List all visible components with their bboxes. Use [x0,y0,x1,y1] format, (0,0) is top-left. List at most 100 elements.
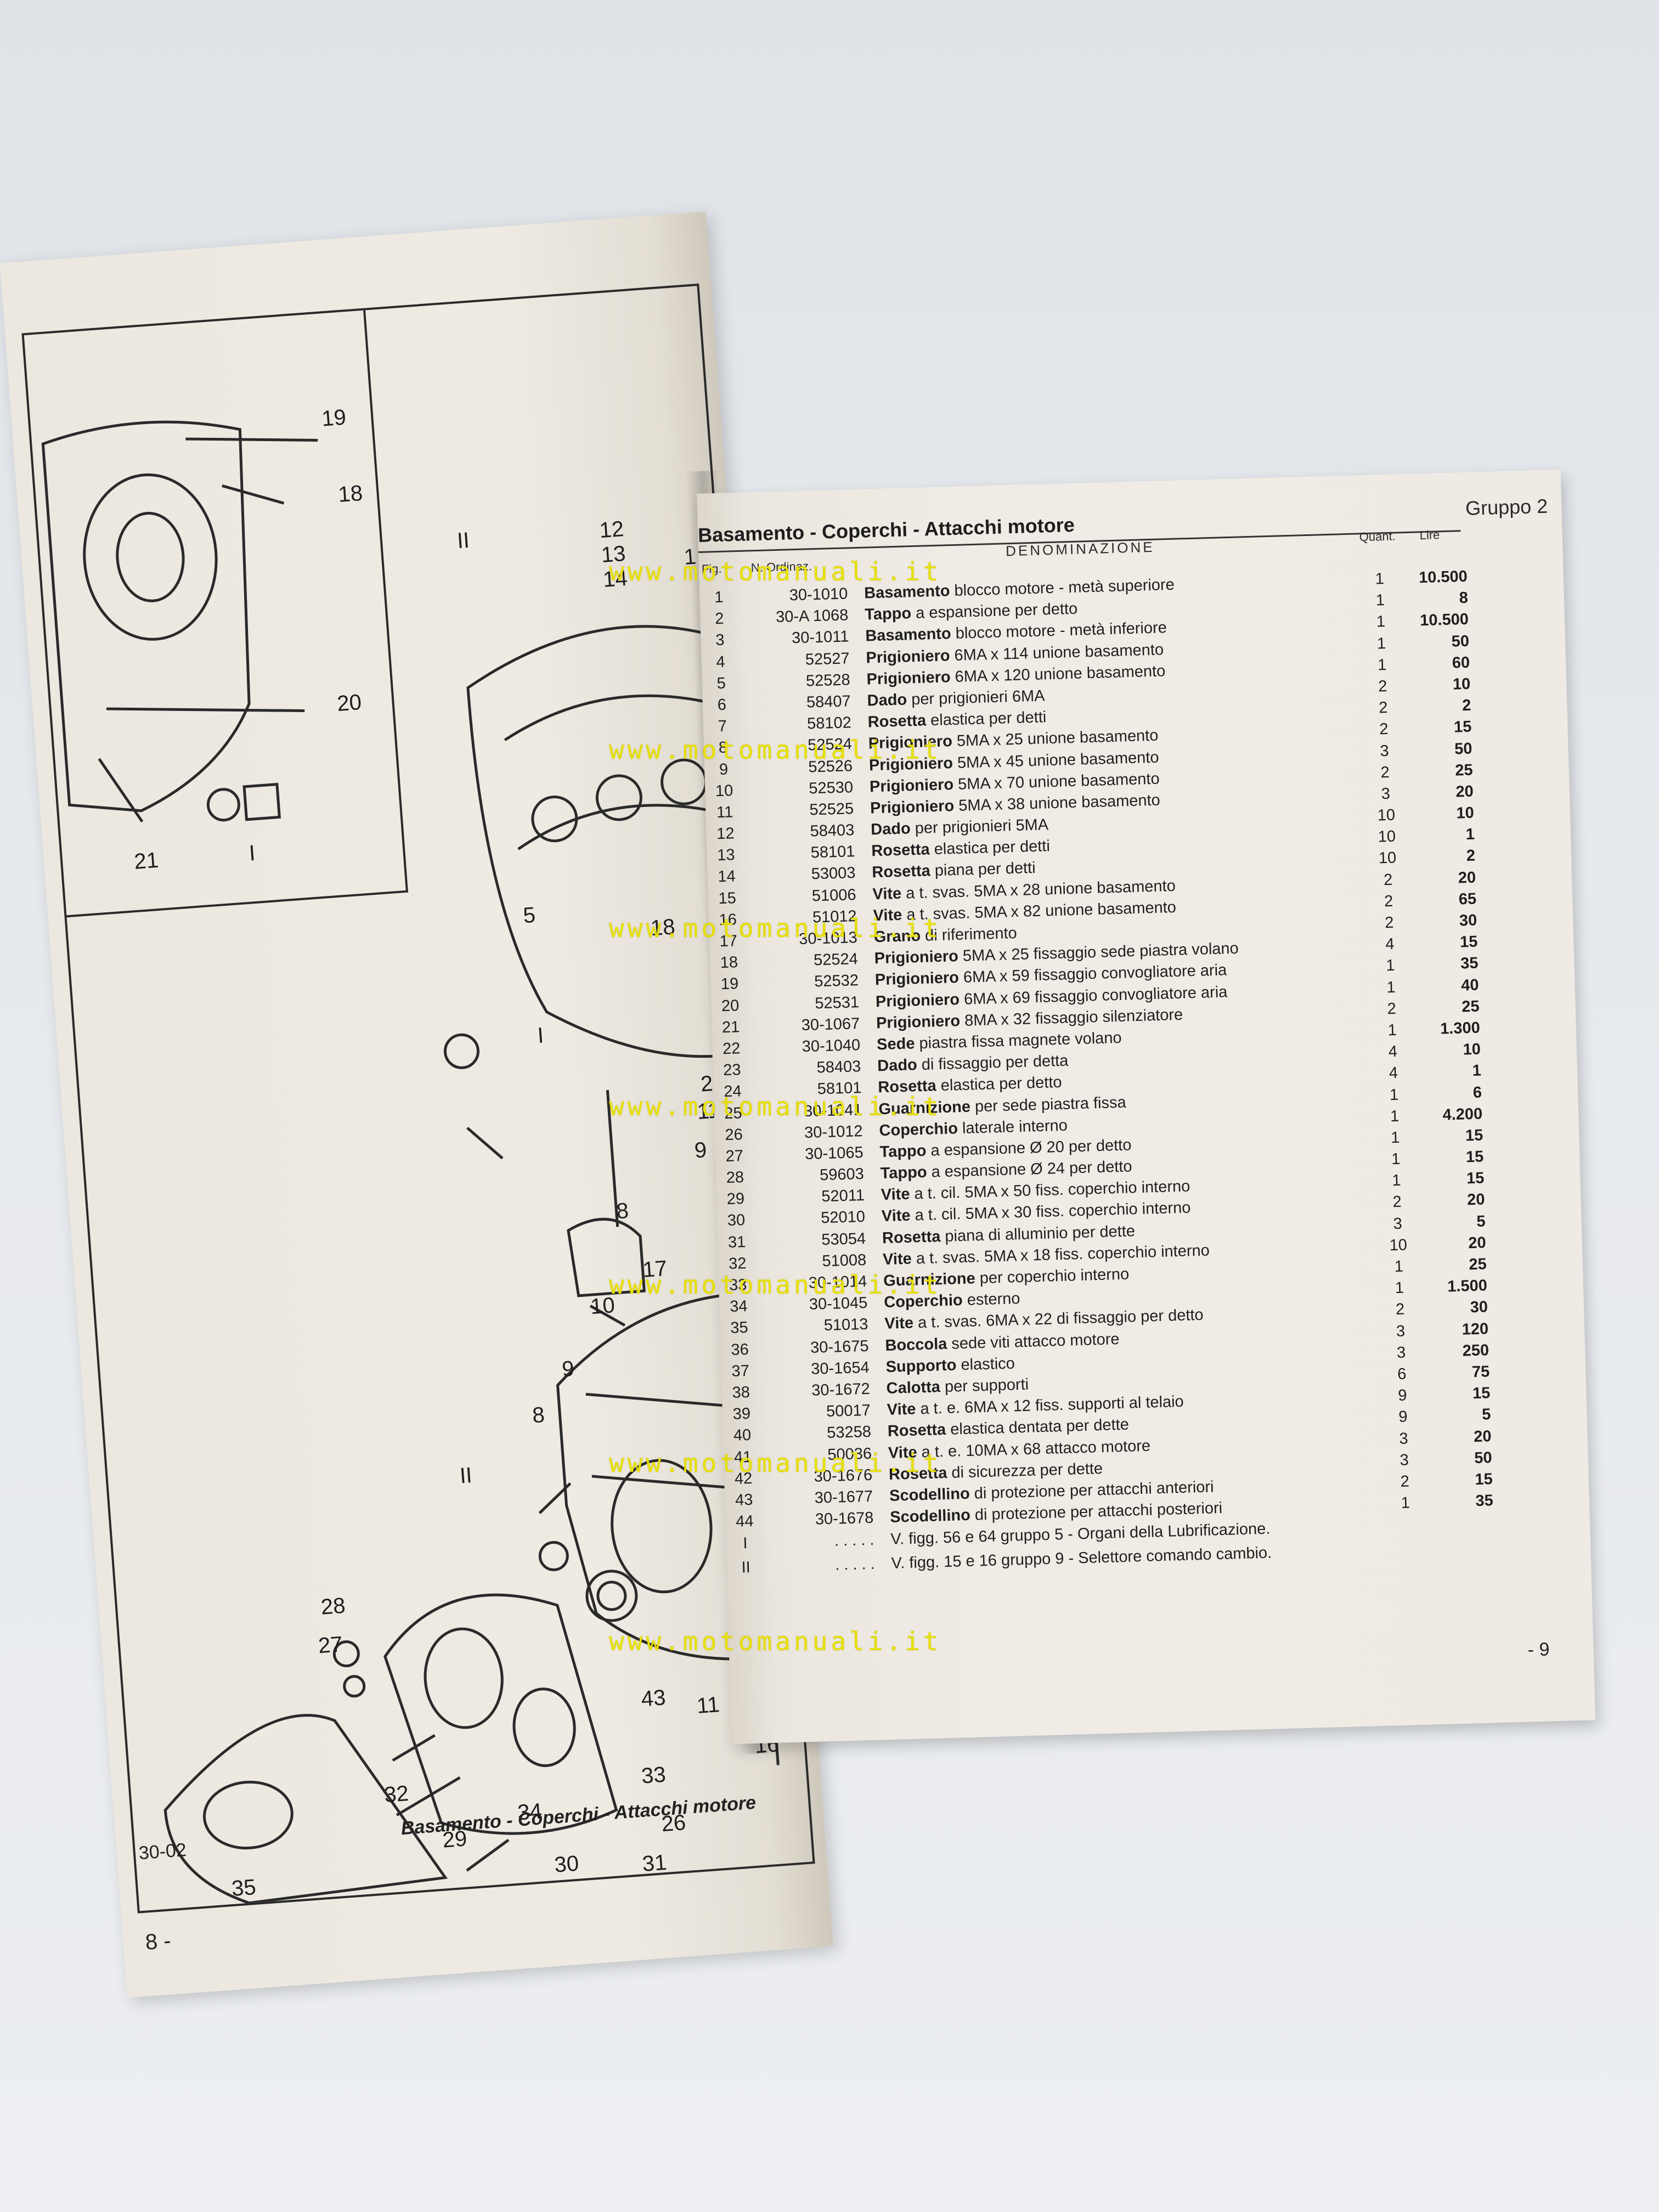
row-code: 58102 [806,714,852,733]
row-fig: 3 [715,631,725,650]
row-price: 15 [1453,718,1472,736]
row-quantity: 3 [1380,742,1390,760]
figure-code: 30-02 [138,1839,188,1864]
row-fig: 7 [718,717,727,736]
note-fig: II [741,1559,751,1577]
row-quantity: 1 [1375,591,1385,610]
row-quantity: 1 [1376,613,1386,631]
row-part-name: Prigioniero [874,947,959,968]
row-part-name: Prigioniero [866,668,951,689]
carburetor [567,1217,646,1297]
row-quantity: 6 [1397,1365,1407,1383]
row-code: 30-1040 [802,1036,861,1056]
row-part-name: Rosetta [887,1421,946,1441]
row-description: per prigionieri 6MA [911,687,1045,709]
callout: 5 [522,902,537,928]
callout: 33 [640,1762,667,1788]
row-fig: 11 [716,803,733,822]
row-code: 30-1677 [814,1487,873,1507]
row-price: 25 [1454,761,1474,780]
header-price: Lire [1419,528,1440,543]
row-code: 58403 [816,1058,861,1077]
row-price: 15 [1472,1384,1491,1403]
row-price: 10.500 [1419,611,1469,630]
row-code: 58403 [810,821,855,840]
callout: 35 [230,1875,257,1901]
watermark: www.motomanuali.it [609,1092,942,1121]
row-price: 20 [1458,868,1476,887]
callout: 30 [553,1851,580,1877]
row-fig: 12 [716,825,735,843]
row-price: 30 [1470,1298,1488,1317]
row-price: 75 [1471,1363,1490,1381]
row-description: elastica per detti [934,837,1051,859]
row-price: 50 [1454,740,1472,758]
row-price: 20 [1473,1427,1492,1446]
row-price: 5 [1476,1212,1486,1231]
watermark: www.motomanuali.it [609,1448,942,1478]
row-description: per coperchio interno [979,1265,1130,1288]
row-quantity: 3 [1399,1429,1409,1448]
row-price: 25 [1461,997,1480,1016]
row-price: 8 [1459,589,1469,607]
row-price: 15 [1465,1126,1483,1145]
row-part-name: Dado [877,1056,918,1075]
row-part-name: Prigioniero [875,990,960,1011]
page-number-left: 8 - [144,1928,172,1955]
row-price: 10 [1463,1040,1481,1059]
row-price: 10.500 [1418,567,1468,587]
row-fig: 40 [733,1426,752,1445]
row-description: elastico [961,1355,1015,1374]
row-price: 4.200 [1442,1105,1483,1124]
row-price: 250 [1462,1341,1489,1360]
row-fig: 14 [717,867,736,886]
row-fig: 30 [727,1211,746,1230]
row-denomination: Calotta per supporti [886,1376,1029,1398]
row-code: 52525 [809,800,854,819]
row-quantity: 2 [1387,1000,1397,1018]
row-part-name: Prigioniero [876,1012,961,1032]
row-part-name: Boccola [885,1335,947,1355]
row-quantity: 3 [1400,1451,1409,1469]
row-quantity: 3 [1396,1322,1406,1340]
group-label: Gruppo 2 [1465,494,1548,520]
row-quantity: 2 [1383,871,1393,889]
row-code: 51008 [822,1251,867,1270]
row-price: 30 [1459,911,1477,930]
row-denomination: Rosetta piana per detti [872,859,1036,882]
row-code: 52010 [820,1208,866,1227]
row-fig: 37 [731,1362,750,1380]
row-quantity: 3 [1381,785,1391,803]
row-quantity: 1 [1395,1279,1404,1297]
row-part-name: Scodellino [889,1506,971,1526]
row-code: 53054 [821,1229,866,1249]
row-quantity: 2 [1384,892,1393,911]
row-fig: 23 [723,1061,741,1080]
row-code: 52530 [808,778,854,798]
row-fig: 19 [720,975,739,994]
row-price: 15 [1475,1470,1493,1488]
row-quantity: 3 [1393,1215,1403,1233]
row-fig: 31 [727,1233,746,1251]
row-description: laterale interno [962,1116,1068,1137]
row-price: 15 [1466,1169,1485,1188]
callout: 12 [599,517,625,543]
row-price: 15 [1459,933,1478,951]
row-quantity: 1 [1375,570,1385,588]
upper-crankcase [466,625,749,1058]
row-fig: 4 [716,653,726,671]
watermark: www.motomanuali.it [609,913,942,943]
row-part-name: Prigioniero [869,775,954,796]
row-quantity: 10 [1378,849,1397,867]
row-fig: 34 [729,1297,748,1316]
row-description: elastica per detto [940,1074,1062,1095]
row-quantity: 10 [1378,827,1396,846]
row-code: 30-1675 [810,1337,869,1357]
row-code: 53258 [826,1423,872,1442]
row-part-name: Rosetta [882,1227,941,1247]
row-quantity: 1 [1376,634,1386,653]
row-part-name: Supporto [885,1356,957,1376]
row-part-name: Vite [882,1250,912,1268]
callout: 8 [531,1402,546,1428]
